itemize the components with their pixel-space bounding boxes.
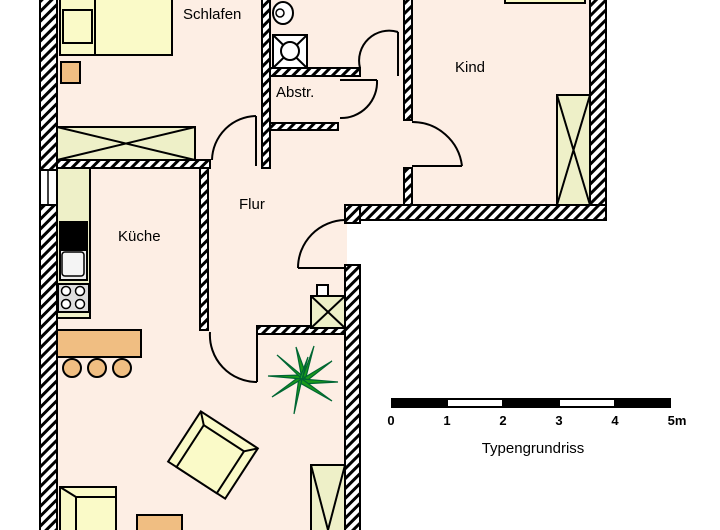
door-living[interactable] — [208, 331, 258, 384]
plant-icon — [267, 345, 339, 415]
scale-tick-2: 2 — [499, 413, 506, 428]
room-label-flur: Flur — [239, 196, 265, 213]
room-label-abstr: Abstr. — [276, 84, 314, 101]
scale-tick-0: 0 — [387, 413, 394, 428]
wardrobe-kind — [556, 94, 591, 206]
plan-caption: Typengrundriss — [482, 440, 585, 457]
armchair — [166, 409, 260, 501]
walls — [39, 0, 607, 530]
sofa — [59, 486, 117, 530]
shower-icon — [272, 34, 308, 69]
chimney — [310, 284, 346, 329]
door-schlafen[interactable] — [211, 115, 257, 161]
scale-tick-5: 5m — [668, 413, 687, 428]
scale-tick-4: 4 — [611, 413, 619, 428]
room-label-kind: Kind — [455, 59, 485, 76]
doors — [208, 29, 463, 384]
bar-table — [56, 329, 142, 358]
room-label-schlafen: Schlafen — [183, 6, 241, 23]
scale-bar: 0 1 2 3 4 5m Typengrundriss — [387, 398, 686, 457]
door-entrance[interactable] — [297, 219, 346, 269]
scale-tick-3: 3 — [555, 413, 562, 428]
toilet-icon — [272, 1, 294, 25]
nightstand — [60, 61, 81, 84]
door-bath[interactable] — [358, 29, 399, 69]
door-kind[interactable] — [411, 120, 463, 167]
bar-stools — [62, 358, 132, 378]
wardrobe-schlafen — [56, 126, 196, 161]
cabinet-living — [310, 464, 346, 530]
bed — [59, 0, 173, 56]
door-abstr[interactable] — [339, 79, 379, 120]
scale-tick-1: 1 — [443, 413, 450, 428]
stove-icon — [57, 283, 90, 313]
desk-kind — [504, 0, 586, 4]
room-label-kueche: Küche — [118, 228, 161, 245]
coffee-table — [136, 514, 183, 530]
